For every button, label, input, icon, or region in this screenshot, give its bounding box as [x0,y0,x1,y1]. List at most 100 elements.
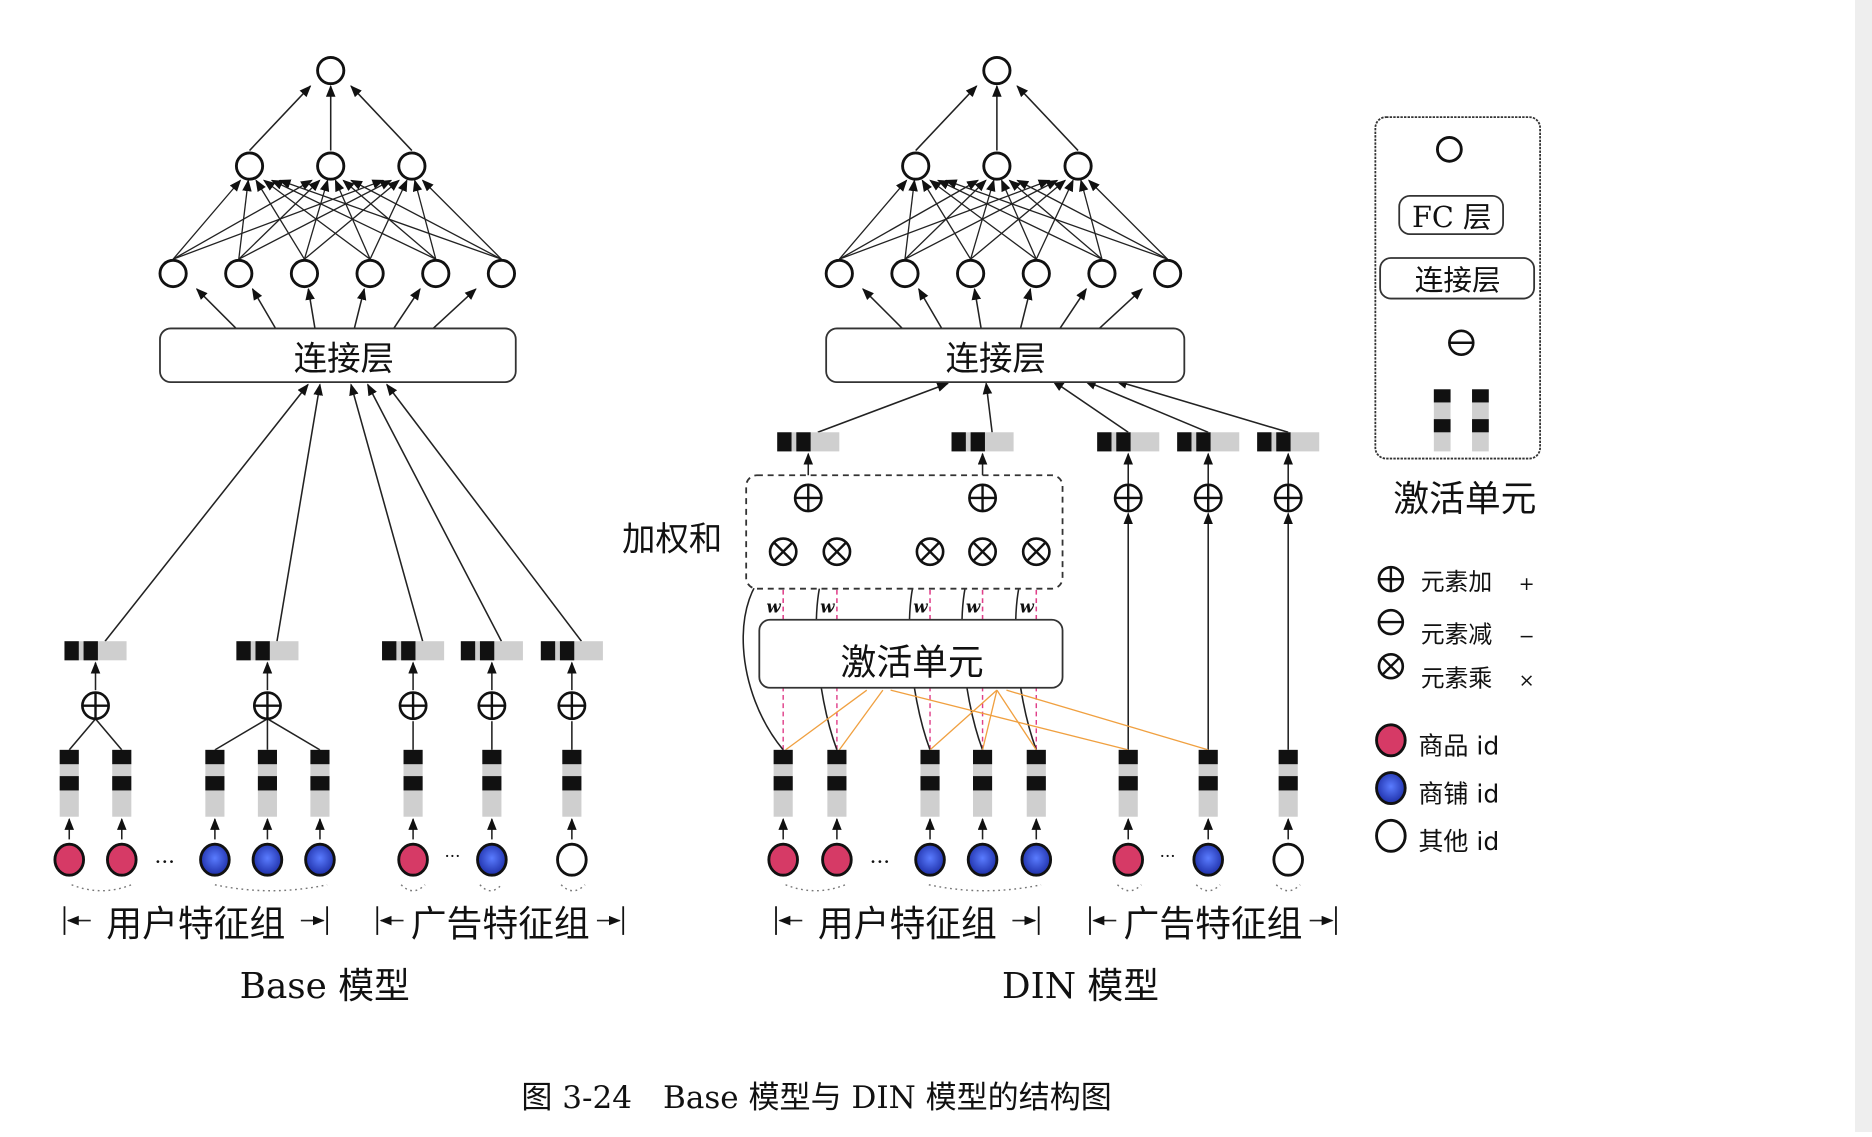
edge-arrow [350,85,413,152]
embed-cell [403,776,423,791]
edge-arrow [1098,288,1143,329]
hidden-node [224,258,254,289]
edge-arrow [1016,179,1168,260]
embed-cell [236,641,251,661]
weight-label: w [766,597,781,617]
output-node [982,55,1012,86]
embed-cell [482,749,502,765]
ellipsis: ··· [155,850,175,875]
embed-cell [1198,776,1218,791]
circle-plus-icon [793,483,823,513]
embed-cell [482,776,502,791]
embed-cell [401,641,416,661]
shop-id-node [476,842,508,877]
edge-arrow [238,179,321,260]
other-id-node [1375,818,1407,853]
fc-layer-box [1398,195,1504,235]
shop-id-node [1375,771,1407,806]
embed-cell [1196,432,1211,452]
embed-cell [1177,432,1192,452]
hidden-node [1087,258,1117,289]
weight-label: w [1020,597,1035,617]
group-dotted-arc [1195,884,1221,892]
circle-minus-icon [1448,329,1475,356]
group-dotted-arc [400,884,426,892]
edge-arrow [432,288,477,329]
circle-minus-icon [1377,608,1405,636]
concat-layer-box [825,327,1186,384]
edge-arrow [1052,380,1129,433]
edge-arrow [94,718,123,751]
group-dotted-arc [1275,884,1301,892]
attention-link [1006,689,1209,751]
edge-arrow [970,179,1067,260]
hidden-node [890,258,920,289]
circle-plus-icon [81,691,110,721]
op-stroke [1381,657,1401,676]
edge-arrow [936,179,1103,260]
edge-arrow [838,179,908,260]
embed-cell [773,776,793,791]
edge-arrow [918,287,943,329]
edge-arrow [369,179,408,260]
edge-arrow [921,179,972,260]
legend-id-label: 商品 id [1418,732,1499,761]
circle-plus-icon [968,483,998,513]
hidden-node [397,151,427,181]
hidden-node [1153,258,1183,289]
goods-id-node [397,842,429,877]
embed-cell [796,432,811,452]
pooled-embedding [777,432,840,452]
edge-arrow [1087,179,1169,260]
embed-cell [64,641,79,661]
embed-cell [479,641,495,661]
edge-arrow [238,179,252,260]
embed-cell [1278,776,1298,791]
goods-id-node [821,842,853,877]
embed-cell [1026,776,1046,791]
circle-plus-icon [398,691,428,721]
edge-arrow [386,383,583,642]
weighted-sum-box [745,474,1064,590]
circle-times-icon [968,537,998,567]
embed-cell [1116,432,1131,452]
embedding-vector [1433,389,1451,452]
group-dotted-arc [71,884,132,892]
legend-op-symbol: × [1519,669,1535,692]
embed-cell [1097,432,1112,452]
edge-arrow [304,179,400,260]
circle-plus-icon [1377,565,1405,593]
embedding-vector [257,749,277,817]
edge-arrow [982,382,993,433]
attention-link [981,690,998,751]
embedding-vector [1118,749,1138,817]
circle-plus-icon [1193,483,1223,513]
hidden-node [901,151,931,181]
output-node [316,55,346,86]
pooled-embedding [540,641,603,661]
embed-cell [310,749,330,765]
edge-arrow [104,383,309,642]
goods-id-node [767,842,799,877]
edge-arrow [904,179,987,260]
legend-id-label: 其他 id [1418,827,1499,856]
group-dotted-arc [560,884,586,892]
group-dotted-arc [928,884,1042,892]
edge-arrow [172,179,242,260]
goods-id-node [1112,842,1144,877]
shop-id-node [966,842,999,877]
pooled-embedding [1257,432,1320,452]
edge-arrow [971,287,982,329]
legend-op-symbol: − [1519,624,1535,647]
hidden-node [982,151,1012,181]
embedding-vector [112,749,132,817]
other-id-node [556,842,588,877]
ellipsis: ··· [445,846,461,866]
detail-concat-layer-box [1379,257,1536,300]
edge-arrow [817,382,950,434]
op-stroke [773,541,794,562]
pooled-embedding [382,641,445,661]
weighted-sum-label: 加权和 [622,519,722,558]
embedding-vector [310,749,330,817]
